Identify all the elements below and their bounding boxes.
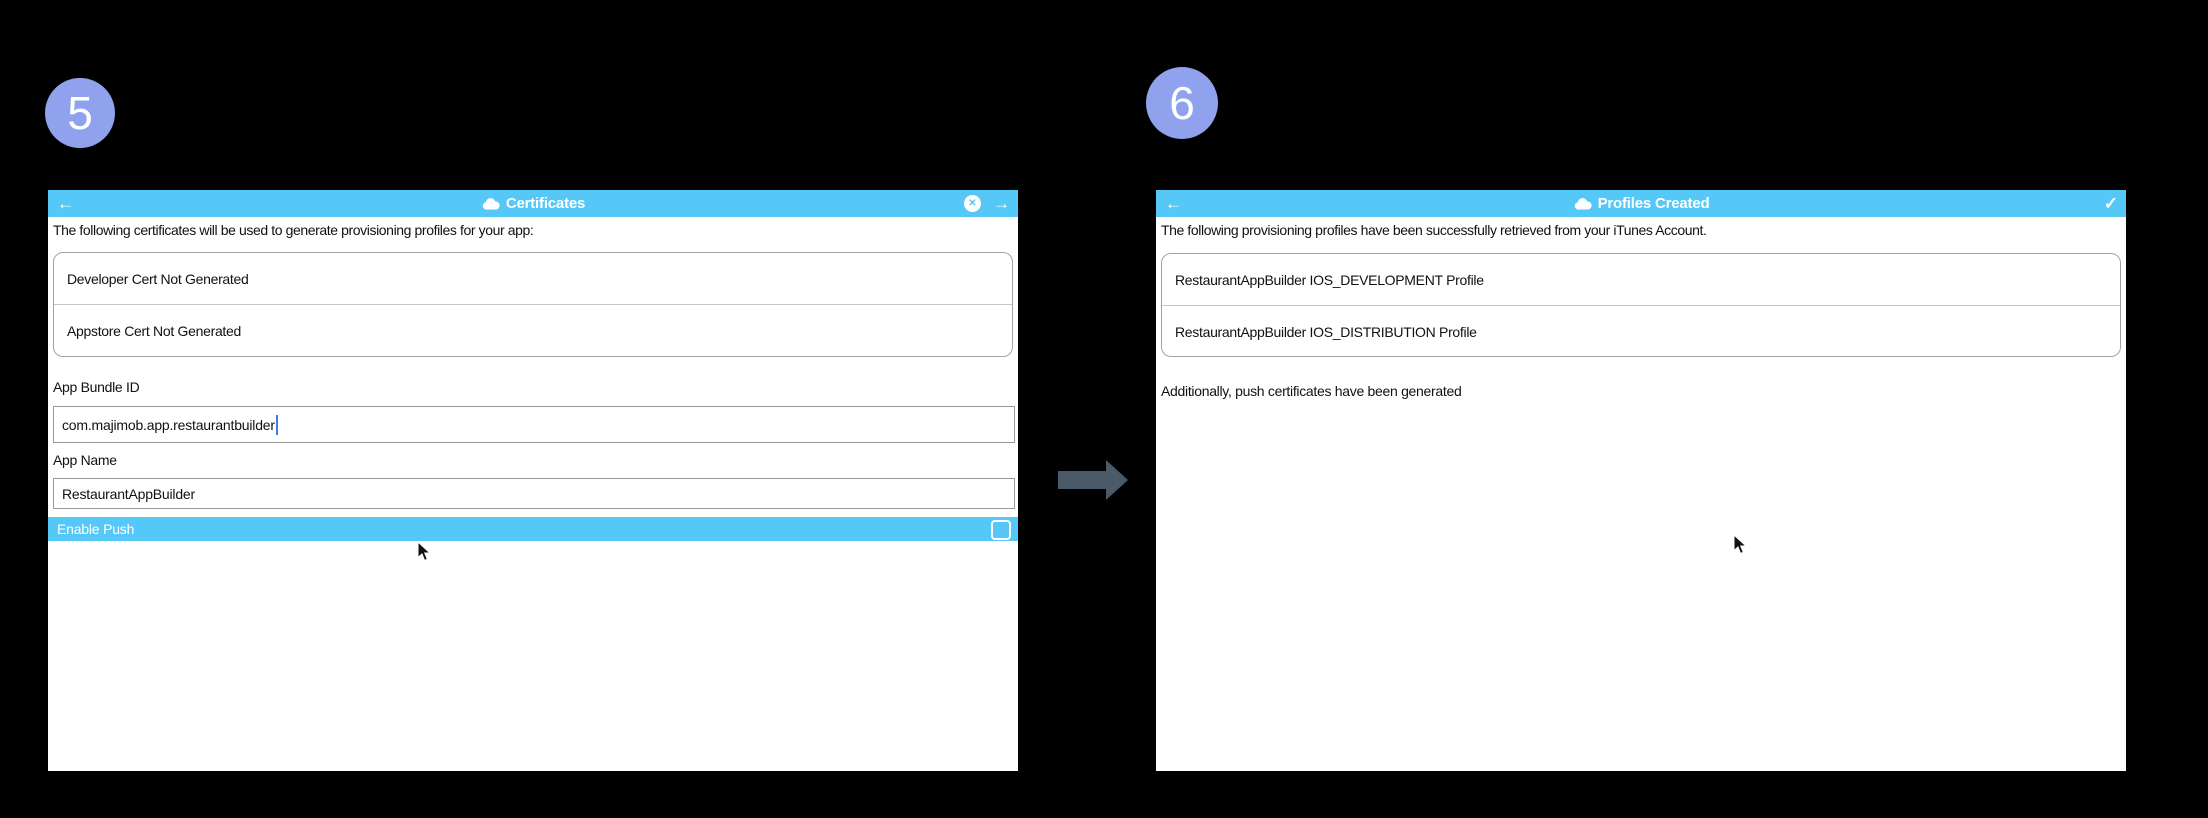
- close-icon[interactable]: ✕: [964, 195, 981, 212]
- profiles-created-panel: ← Profiles Created ✓ The following provi…: [1156, 190, 2126, 771]
- distribution-profile-row[interactable]: RestaurantAppBuilder IOS_DISTRIBUTION Pr…: [1175, 323, 1477, 340]
- app-name-value: RestaurantAppBuilder: [62, 485, 195, 502]
- profiles-intro-text: The following provisioning profiles have…: [1161, 222, 1707, 238]
- appstore-cert-row[interactable]: Appstore Cert Not Generated: [67, 322, 241, 339]
- app-name-label: App Name: [53, 452, 117, 468]
- list-divider: [1162, 305, 2120, 306]
- certificates-title: Certificates: [481, 195, 585, 212]
- step-6-badge: 6: [1146, 67, 1218, 139]
- cloud-icon: [1574, 198, 1592, 210]
- back-arrow-icon[interactable]: ←: [1165, 194, 1182, 213]
- certificates-header: ← Certificates ✕ →: [48, 190, 1018, 217]
- push-certificates-note: Additionally, push certificates have bee…: [1161, 383, 1462, 399]
- cert-status-list: Developer Cert Not Generated Appstore Ce…: [53, 252, 1013, 357]
- development-profile-row[interactable]: RestaurantAppBuilder IOS_DEVELOPMENT Pro…: [1175, 271, 1484, 288]
- cloud-icon: [482, 198, 500, 210]
- profiles-list: RestaurantAppBuilder IOS_DEVELOPMENT Pro…: [1161, 253, 2121, 357]
- app-bundle-id-value: com.majimob.app.restaurantbuilder: [62, 416, 275, 433]
- mouse-cursor: [1733, 534, 1747, 555]
- profiles-header: ← Profiles Created ✓: [1156, 190, 2126, 217]
- step-5-badge: 5: [45, 78, 115, 148]
- mouse-cursor: [417, 541, 431, 562]
- list-divider: [54, 304, 1012, 305]
- profiles-title: Profiles Created: [1573, 195, 1710, 212]
- next-arrow-icon[interactable]: →: [993, 194, 1010, 213]
- page-title: Certificates: [505, 195, 586, 212]
- enable-push-checkbox[interactable]: [991, 520, 1011, 540]
- app-bundle-id-input[interactable]: com.majimob.app.restaurantbuilder: [53, 406, 1015, 443]
- confirm-check-icon[interactable]: ✓: [2103, 194, 2118, 213]
- app-name-input[interactable]: RestaurantAppBuilder: [53, 478, 1015, 509]
- enable-push-row[interactable]: Enable Push: [48, 517, 1018, 541]
- certificates-panel: ← Certificates ✕ → The following certifi…: [48, 190, 1018, 771]
- next-step-arrow-icon: [1058, 460, 1128, 500]
- certificates-intro-text: The following certificates will be used …: [53, 222, 534, 238]
- text-caret: [275, 414, 278, 435]
- developer-cert-row[interactable]: Developer Cert Not Generated: [67, 270, 249, 287]
- app-bundle-id-label: App Bundle ID: [53, 379, 140, 395]
- enable-push-label: Enable Push: [57, 521, 135, 537]
- page-title: Profiles Created: [1597, 195, 1710, 212]
- back-arrow-icon[interactable]: ←: [57, 194, 74, 213]
